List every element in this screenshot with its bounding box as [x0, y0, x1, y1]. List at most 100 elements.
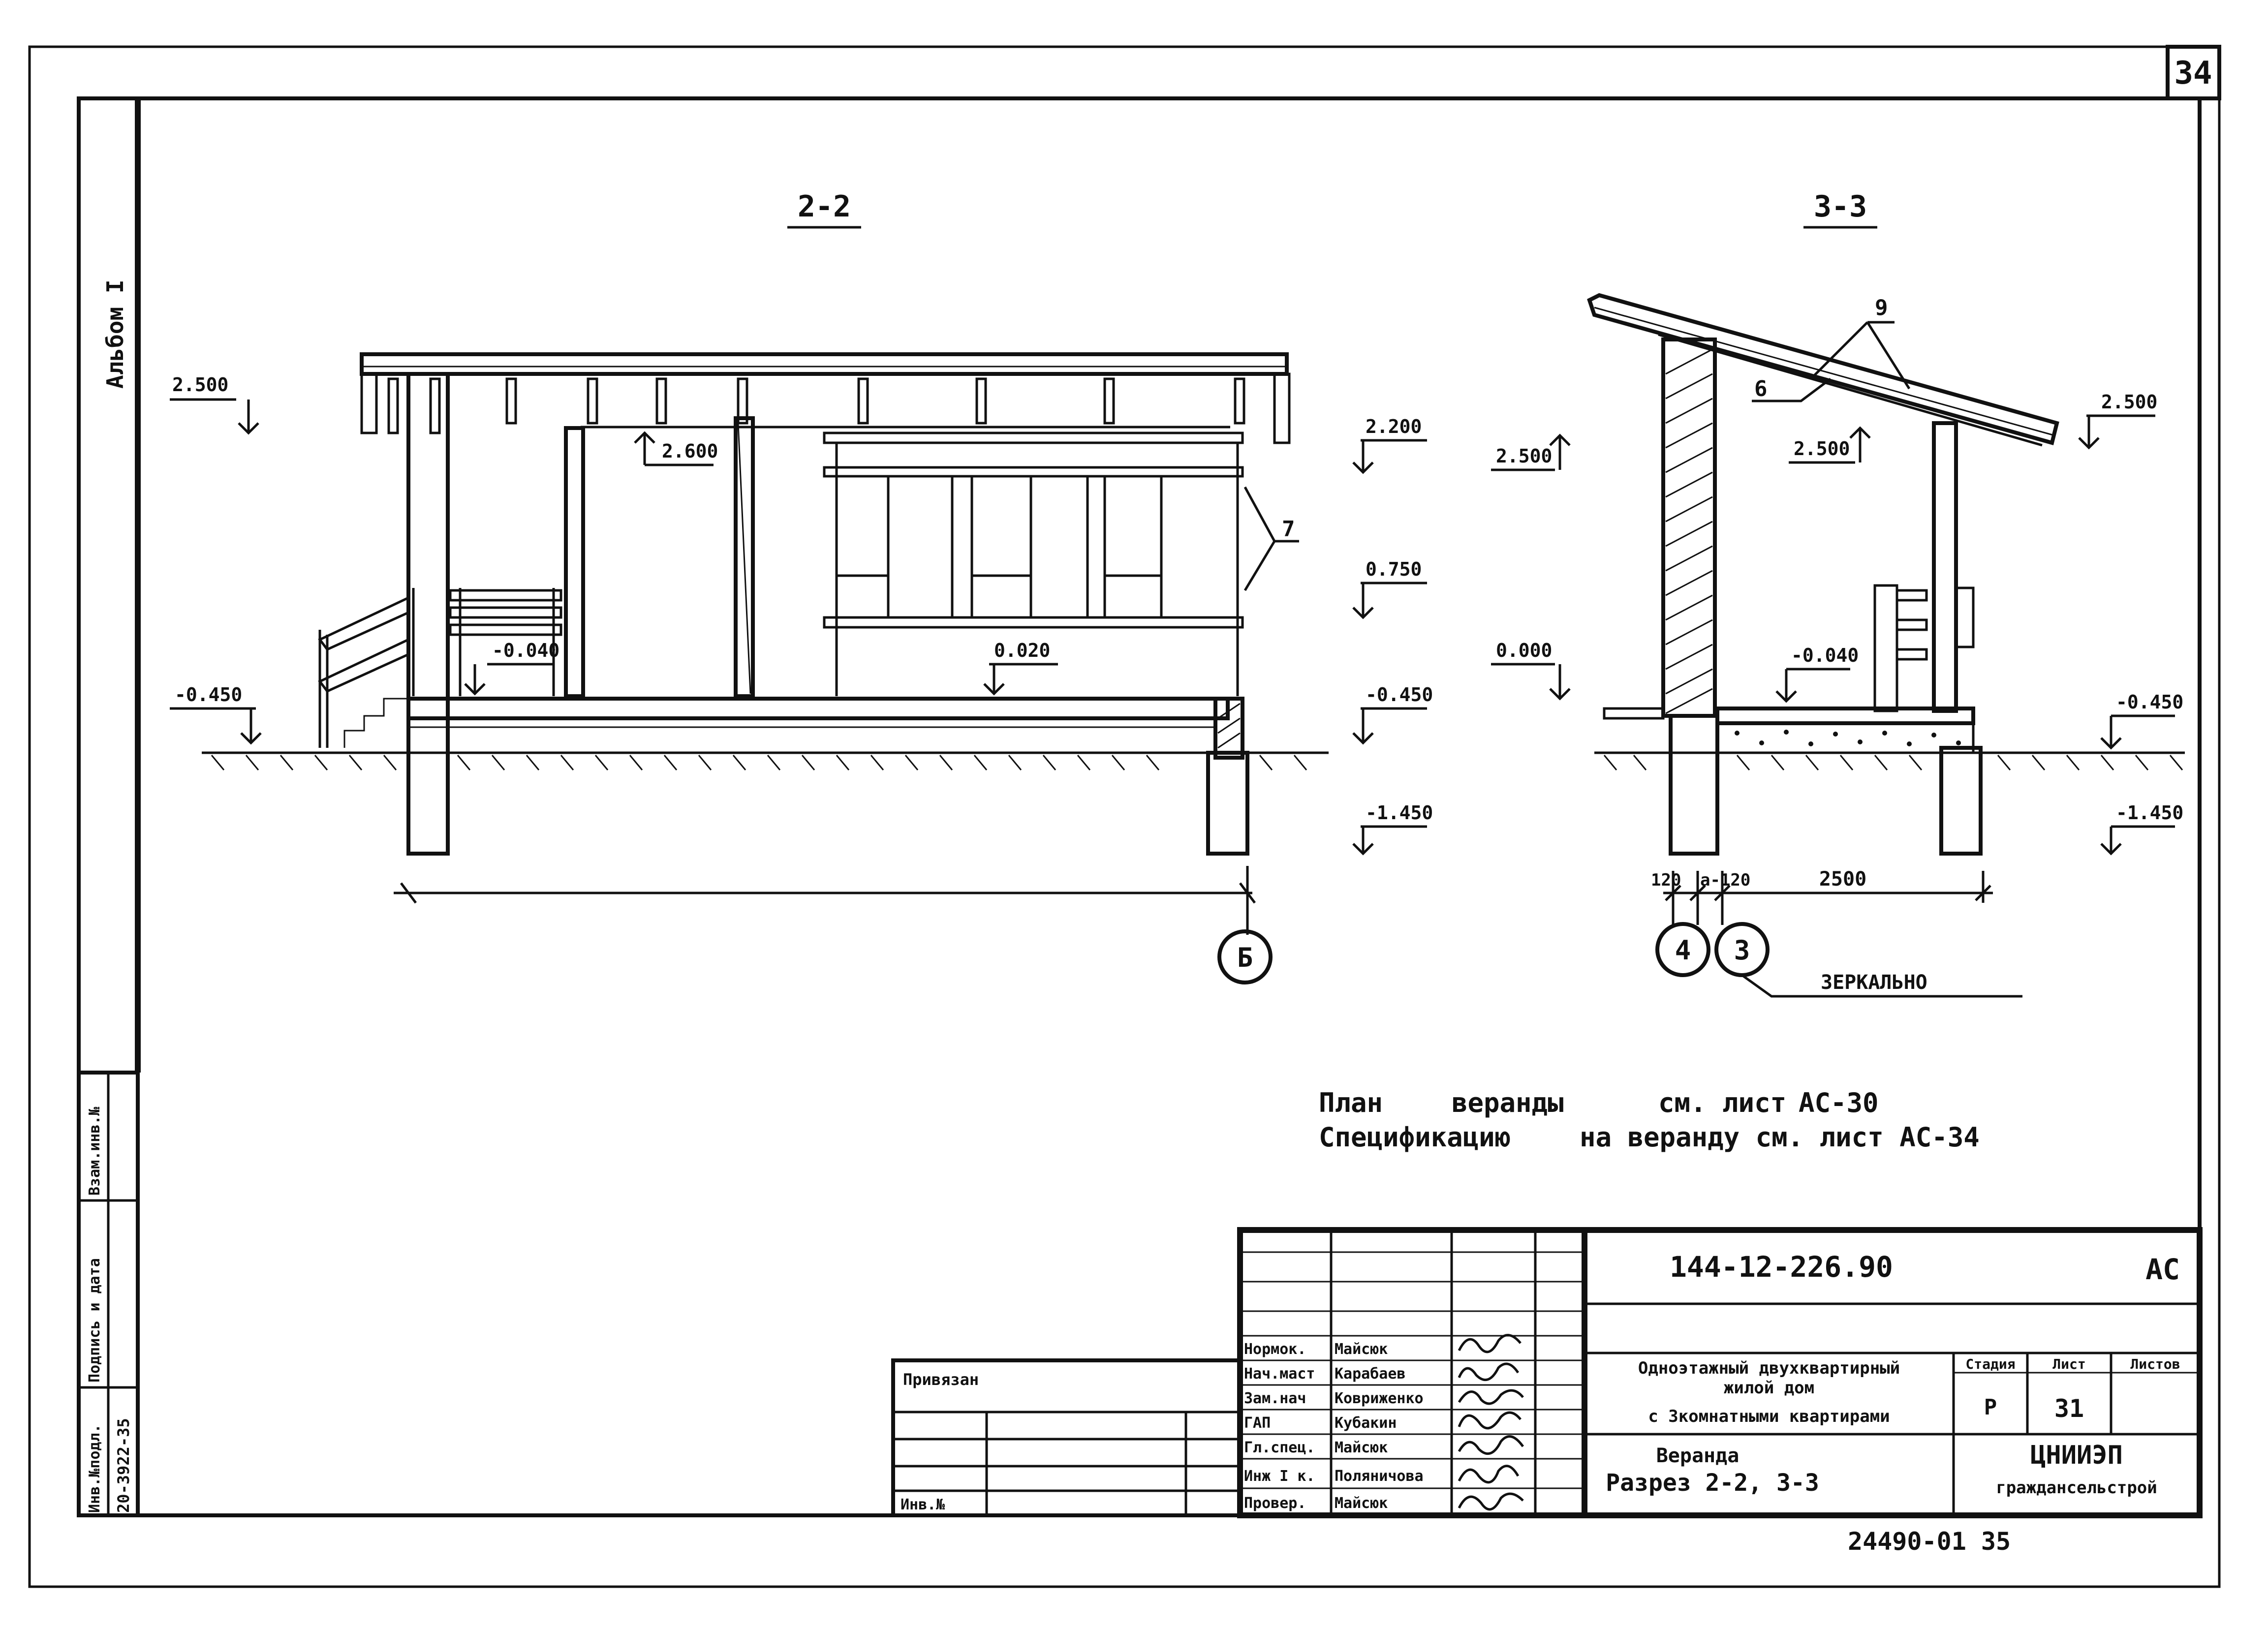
svg-text:2.500: 2.500: [1794, 438, 1850, 460]
svg-text:-0.450: -0.450: [2116, 691, 2183, 713]
sloped-roof-underside: [1658, 333, 2043, 447]
approval-inv: Инв.№: [901, 1496, 945, 1513]
svg-text:ГАП: ГАП: [1244, 1414, 1271, 1432]
roof-slab: [360, 352, 1289, 376]
svg-text:Зам.нач: Зам.нач: [1244, 1390, 1306, 1407]
bottom-code: 24490-01 35: [1848, 1527, 2011, 1556]
level-marker-3-3-2-500-mid: 2.500: [1789, 426, 1871, 464]
dim-a-120: a-120: [1700, 870, 1750, 890]
level-marker-3-3-minus-0-040: -0.040: [1775, 645, 1859, 703]
svg-text:2.500: 2.500: [172, 374, 228, 396]
level-marker-minus-0-040: -0.040: [464, 640, 559, 696]
doc-code: 144-12-226.90: [1670, 1250, 1893, 1284]
svg-text:-1.450: -1.450: [2116, 802, 2183, 824]
doc-mark: АС: [2145, 1253, 2180, 1286]
notes: План веранды см. лист АС-30 Спецификацию…: [1319, 1087, 1980, 1153]
post-right: [1206, 751, 1249, 856]
side-step: [1603, 707, 1665, 720]
axis-bubble-b: Б: [1217, 929, 1273, 984]
svg-text:Провер.: Провер.: [1244, 1495, 1306, 1512]
level-marker-minus-0-450-right: -0.450: [1352, 684, 1433, 745]
svg-text:0.750: 0.750: [1366, 558, 1422, 580]
outer-frame: [28, 45, 2221, 1588]
svg-text:Гл.спец.: Гл.спец.: [1244, 1439, 1315, 1456]
level-marker-3-3-minus-0-450: -0.450: [2100, 691, 2183, 750]
svg-text:9: 9: [1875, 295, 1888, 320]
callout-7: 7: [1243, 486, 1299, 591]
level-marker-3-3-0-000: 0.000: [1491, 640, 1571, 701]
mirror-note: ЗЕРКАЛЬНО: [1821, 971, 1927, 994]
page-number: 34: [2174, 55, 2212, 92]
svg-text:0.000: 0.000: [1496, 640, 1552, 661]
svg-text:Нормок.: Нормок.: [1244, 1341, 1306, 1358]
log-wall-hatch: [1665, 348, 1713, 714]
level-marker-3-3-2-500-left: 2.500: [1491, 433, 1571, 471]
svg-text:-1.450: -1.450: [1366, 802, 1433, 824]
side-stamp-inv-number: 20-3922-35: [114, 1418, 133, 1513]
axis-bubble-3: 3: [1714, 922, 1770, 977]
svg-text:3: 3: [1734, 935, 1750, 966]
pier-right: [1213, 697, 1244, 760]
approval-box: Привязан Инв.№: [891, 1358, 1242, 1517]
note-spec-word: Спецификацию: [1319, 1122, 1511, 1153]
svg-text:Майсюк: Майсюк: [1335, 1341, 1388, 1358]
title-block-roles: Нормок. Нач.маст Зам.нач ГАП Гл.спец. Ин…: [1244, 1341, 1315, 1512]
level-marker-3-3-minus-1-450: -1.450: [2100, 802, 2183, 856]
approval-label: Привязан: [903, 1370, 979, 1389]
side-stamp: Инв.№подл. Подпись и дата Взам.инв.№ 20-…: [77, 1071, 140, 1517]
gravel-bed: [1716, 722, 1975, 754]
side-stamp-signature: Подпись и дата: [86, 1258, 103, 1383]
title-block-signatures: [1458, 1334, 1524, 1511]
section-3-3: 3-3: [1491, 189, 2185, 998]
entry-stair: [318, 588, 415, 748]
wall-left-section: [564, 426, 585, 698]
svg-text:6: 6: [1754, 376, 1768, 401]
level-marker-2-200: 2.200: [1352, 416, 1427, 474]
col-stage: Стадия: [1965, 1356, 2015, 1372]
axis-bubble-4: 4: [1655, 922, 1710, 977]
project-line-2: жилой дом: [1724, 1378, 1814, 1398]
section-2-2: 2-2: [170, 189, 1433, 984]
svg-text:0.020: 0.020: [994, 640, 1050, 661]
entry-railing: [449, 588, 562, 696]
side-stamp-inv: Инв.№подл.: [86, 1424, 103, 1513]
project-line-1: Одноэтажный двухквартирный: [1638, 1358, 1900, 1378]
title-block-names: Майсюк Карабаев Ковриженко Кубакин Майсю…: [1335, 1341, 1424, 1512]
title-block: Нормок. Нач.маст Зам.нач ГАП Гл.спец. Ин…: [1237, 1227, 2203, 1518]
org-name-2: граждансельстрой: [1996, 1478, 2157, 1498]
note-veranda-word: веранды: [1452, 1087, 1564, 1118]
dim-120: 120: [1651, 870, 1681, 890]
note-see-sheet: см. лист: [1658, 1087, 1786, 1118]
gravel-dots: [1735, 730, 1961, 746]
note-spec-rest: на веранду см. лист АС-34: [1580, 1122, 1980, 1153]
mirror-leader: [1741, 974, 2022, 998]
svg-text:7: 7: [1282, 517, 1295, 542]
window-sill: [823, 616, 1244, 629]
dimension-line-2-2: [394, 866, 1256, 935]
pier-right-hatch: [1217, 703, 1241, 749]
svg-text:Инж I к.: Инж I к.: [1244, 1468, 1315, 1485]
level-marker-3-3-2-500-right: 2.500: [2078, 391, 2157, 450]
org-name-1: ЦНИИЭП: [2030, 1441, 2123, 1470]
level-marker-2-500-left: 2.500: [170, 374, 259, 435]
dim-2500: 2500: [1819, 868, 1866, 891]
side-stamp-replaced: Взам.инв.№: [86, 1106, 103, 1196]
post-right-3-3: [1932, 421, 1958, 713]
svg-text:Б: Б: [1237, 942, 1253, 973]
page-number-box: [2166, 45, 2221, 100]
stage-value: Р: [1984, 1395, 1997, 1420]
level-marker-2-600: 2.600: [634, 431, 718, 466]
window-sashes: [835, 475, 1163, 619]
svg-text:Ковриженко: Ковриженко: [1335, 1390, 1424, 1407]
wall-mid-hatch: [737, 423, 751, 694]
svg-text:-0.040: -0.040: [492, 640, 559, 661]
roof-fascia-right: [1273, 372, 1291, 444]
project-line-3: с 3комнатными квартирами: [1648, 1407, 1890, 1426]
window-head: [823, 431, 1244, 444]
sloped-roof-sheathing: [1594, 307, 2055, 436]
level-marker-0-750: 0.750: [1352, 558, 1427, 619]
ground-hatch-2-2: [211, 755, 1307, 770]
sloped-roof: [1587, 293, 2059, 445]
section-3-3-title: 3-3: [1814, 189, 1867, 224]
